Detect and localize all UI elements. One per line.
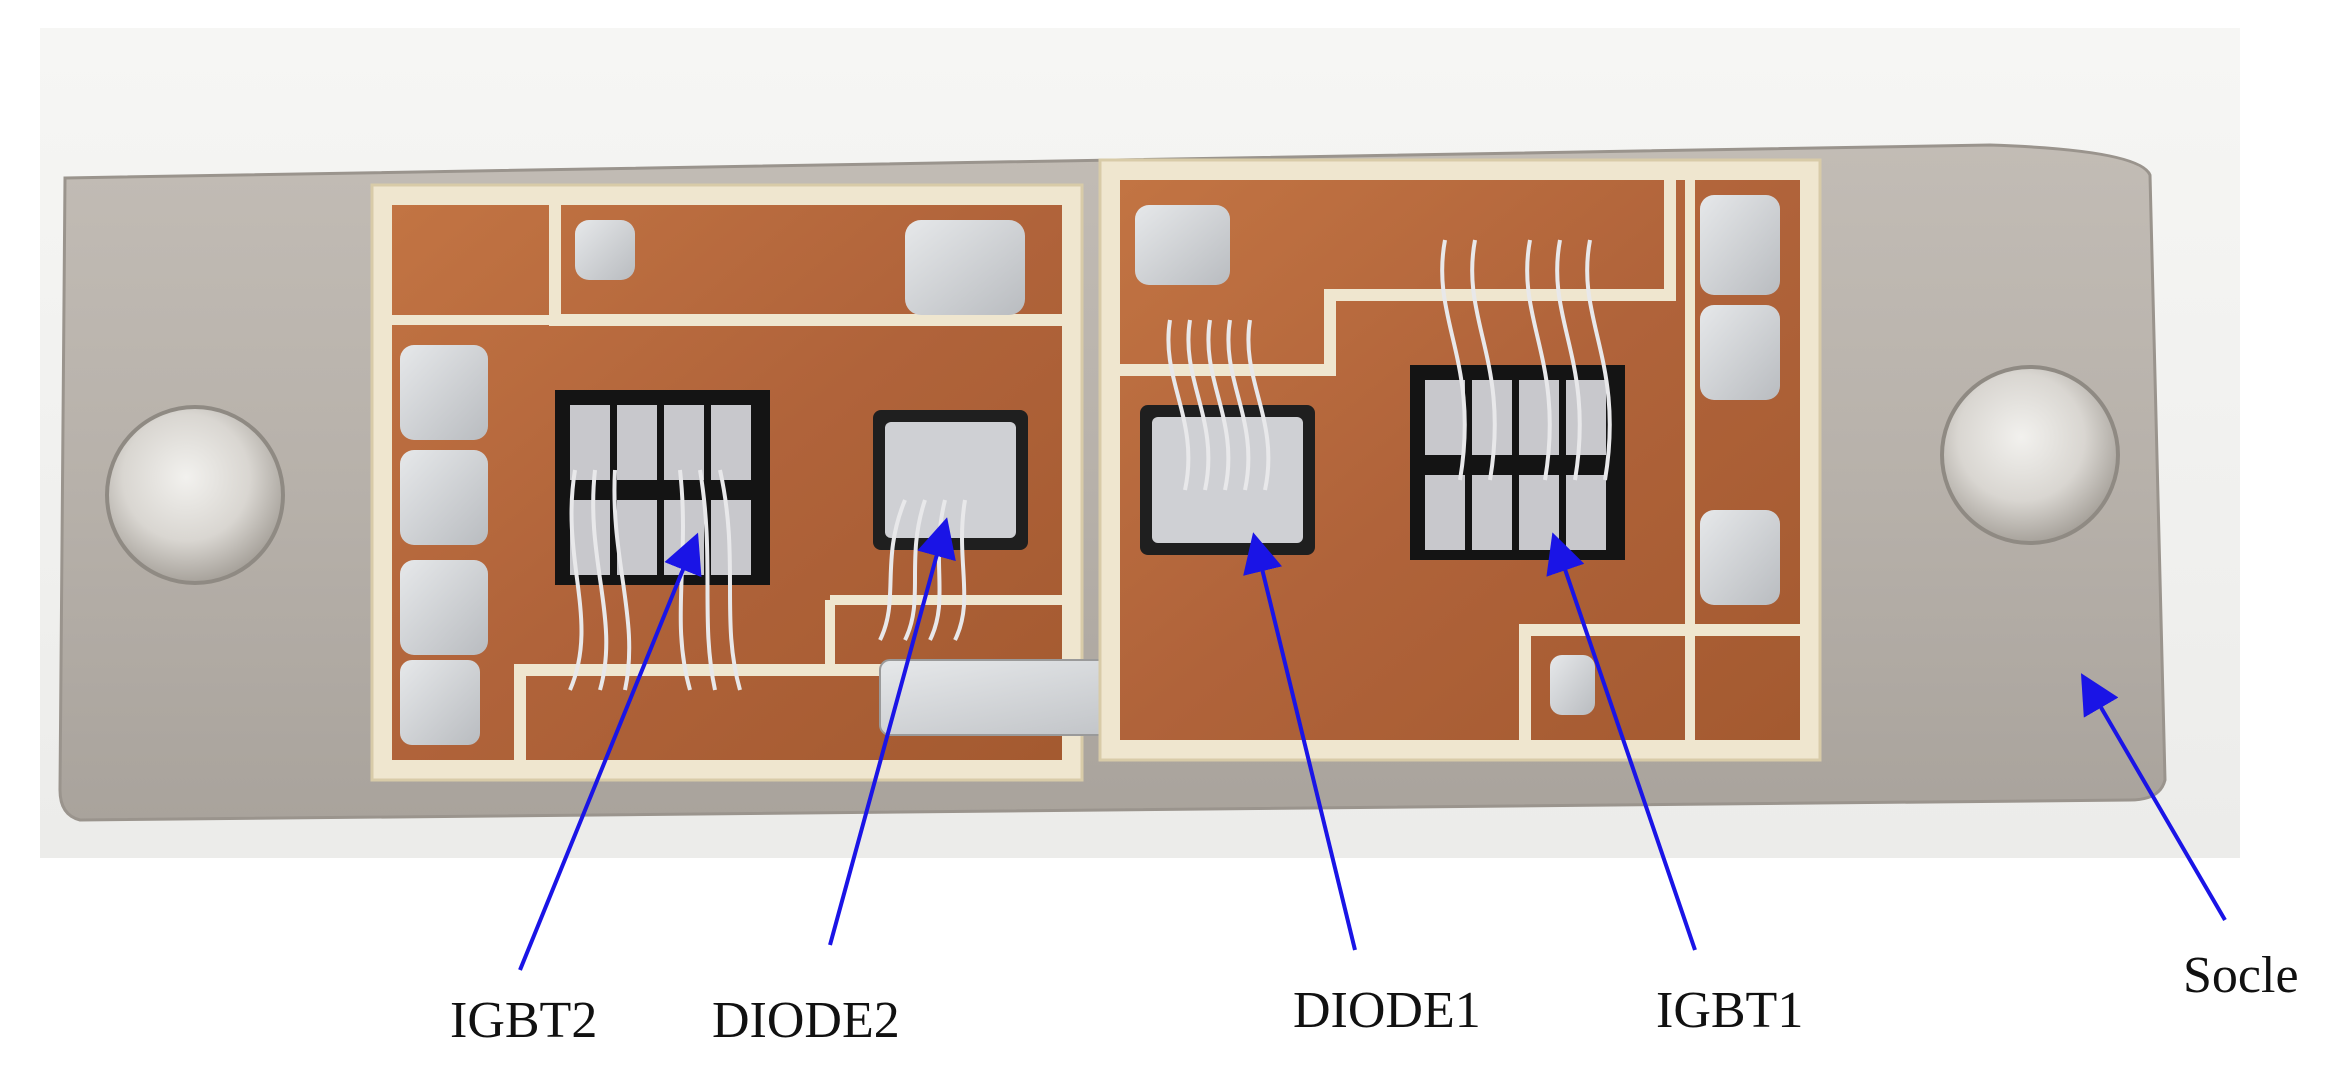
annotation-arrows — [518, 517, 2227, 971]
arrow-igbt2 — [518, 532, 702, 971]
label-igbt2: IGBT2 — [450, 992, 598, 1049]
substrate-left — [370, 183, 1261, 782]
mounting-hole-right — [1940, 365, 2120, 545]
label-socle: Socle — [2183, 947, 2299, 1004]
arrow-socle — [2080, 673, 2227, 922]
label-igbt1: IGBT1 — [1656, 982, 1804, 1039]
label-diode1: DIODE1 — [1293, 982, 1481, 1039]
arrow-diode1 — [1243, 532, 1357, 951]
label-diode2: DIODE2 — [712, 992, 900, 1049]
mounting-hole-left — [105, 405, 285, 585]
substrate-right — [1098, 158, 1822, 762]
arrow-diode2 — [828, 517, 956, 946]
arrow-igbt1 — [1546, 532, 1697, 951]
